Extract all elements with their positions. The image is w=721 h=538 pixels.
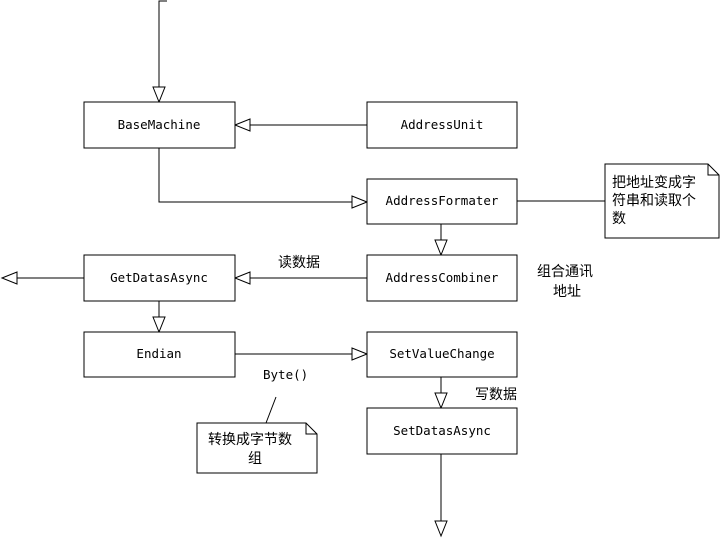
boxes	[83, 101, 518, 455]
arrowhead-into-setvaluechange	[351, 347, 369, 361]
arrowhead-outgoing-left	[0, 271, 18, 285]
label-combine-address-line2: 地址	[553, 284, 581, 300]
box-label-addresscombiner: AddressCombiner	[386, 270, 499, 285]
box-label-setvaluechange: SetValueChange	[389, 346, 494, 361]
note-byte-line2: 组	[248, 451, 262, 467]
note-formatter-body	[604, 163, 720, 239]
box-getdatasasync	[83, 254, 236, 302]
arrowheads	[0, 86, 448, 538]
note-byte-body	[196, 422, 318, 474]
label-byte-call: Byte()	[263, 367, 308, 382]
arrowhead-into-basemachine-left	[233, 118, 251, 132]
box-label-getdatasasync: GetDatasAsync	[110, 270, 208, 285]
label-combine-address-line1: 组合通讯	[537, 264, 593, 280]
arrowhead-into-addressformater	[351, 195, 369, 209]
arrowhead-into-endian	[152, 316, 166, 334]
note-formatter-line1: 把地址变成字	[612, 175, 696, 191]
box-setvaluechange	[366, 331, 518, 378]
arrowhead-into-getdatasasync	[233, 271, 251, 285]
box-label-basemachine: BaseMachine	[118, 117, 201, 132]
box-addressformater	[366, 178, 518, 225]
line-byte-note-leader	[265, 396, 277, 424]
note-formatter-line2: 符串和读取个	[612, 192, 696, 209]
label-write-data: 写数据	[475, 387, 517, 403]
arrowhead-into-setdatasasync	[434, 392, 448, 410]
box-basemachine	[83, 101, 236, 149]
box-addresscombiner	[366, 254, 518, 302]
arrowhead-outgoing-bottom	[434, 520, 448, 538]
box-setdatasasync	[366, 407, 518, 455]
note-byte-line1: 转换成字节数	[208, 431, 292, 448]
incoming-line-top	[158, 0, 167, 102]
box-label-endian: Endian	[136, 346, 181, 361]
box-label-setdatasasync: SetDatasAsync	[393, 423, 491, 438]
notes	[196, 163, 720, 474]
label-read-data: 读数据	[278, 254, 320, 271]
box-label-addressunit: AddressUnit	[401, 117, 484, 132]
box-endian	[83, 331, 236, 378]
note-byte-fold	[305, 423, 317, 435]
note-formatter-fold	[707, 164, 719, 176]
note-formatter-line3: 数	[612, 211, 626, 227]
line-basemachine-to-addressformater	[158, 148, 367, 203]
arrowhead-into-addresscombiner	[434, 239, 448, 257]
box-addressunit	[366, 101, 518, 149]
arrowhead-into-basemachine	[152, 86, 166, 104]
box-label-addressformater: AddressFormater	[386, 193, 499, 208]
